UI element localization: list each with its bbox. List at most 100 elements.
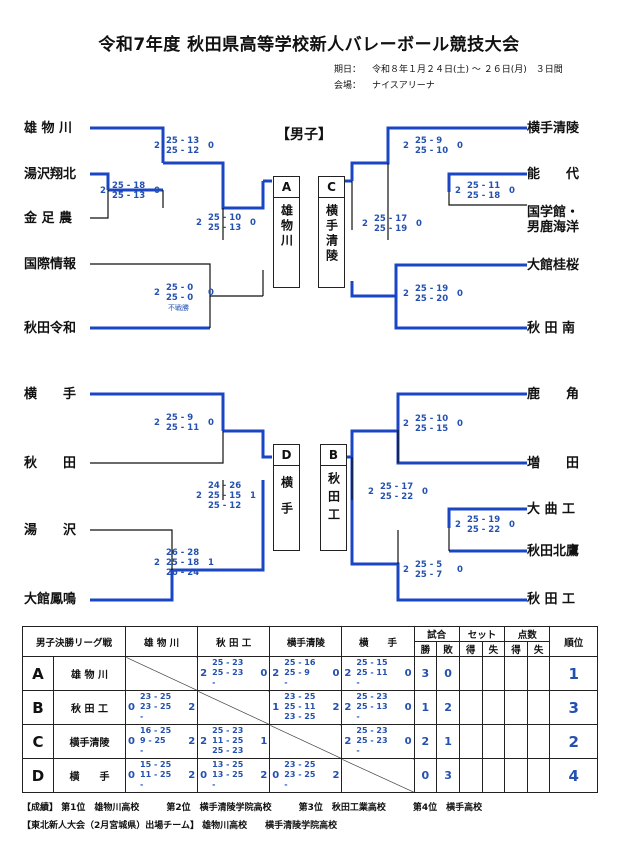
col-header-points: 点数	[504, 626, 551, 642]
diagonal-cell	[341, 758, 415, 793]
points-loss	[526, 656, 551, 691]
sets-lost: 2	[188, 770, 196, 781]
col-header-games: 試合	[413, 626, 460, 642]
team-masuda: 増 田	[527, 456, 580, 471]
points-loss	[526, 690, 551, 725]
team-yuzawagawa: 雄 物 川	[24, 121, 73, 136]
col-win: 勝	[413, 641, 438, 657]
sets-lost: 2	[188, 736, 196, 747]
block-a-box: A 雄物川	[273, 176, 300, 288]
row-team-name: 横手清陵	[52, 724, 127, 759]
col-points-get: 得	[504, 641, 528, 657]
sets-lost: 2	[332, 770, 340, 781]
col-sets-loss: 失	[481, 641, 506, 657]
losses: 1	[436, 724, 460, 759]
points-get	[504, 656, 528, 691]
col-sets-get: 得	[458, 641, 483, 657]
team-yokote-seiryo: 横手清陵	[527, 121, 580, 136]
sets-lost: 0	[404, 702, 412, 713]
sets-lost: 0	[332, 668, 340, 679]
row-block-id: B	[22, 690, 54, 725]
results-line: 【成績】 第1位 雄物川高校 第2位 横手清陵学院高校 第3位 秋田工業高校 第…	[22, 803, 483, 813]
rank: 2	[549, 724, 598, 759]
sets-lost: 2	[332, 702, 340, 713]
team-akita: 秋 田	[24, 456, 77, 471]
row-team-name: 横 手	[52, 758, 127, 793]
col-header-yokote-seiryo: 横手清陵	[269, 626, 343, 657]
team-oga-kaiyo: 男鹿海洋	[527, 220, 580, 235]
team-kokusai-joho: 国際情報	[24, 257, 77, 272]
team-akita-minami: 秋 田 南	[527, 321, 576, 336]
sets-loss	[481, 690, 506, 725]
row-team-name: 秋 田 工	[52, 690, 127, 725]
diagonal-cell	[197, 690, 271, 725]
diagonal-cell	[269, 724, 343, 759]
rank: 1	[549, 656, 598, 691]
team-akita-hokuyo: 秋田北鷹	[527, 544, 580, 559]
losses: 3	[436, 758, 460, 793]
sets-lost: 1	[260, 736, 268, 747]
sets-won: 0	[200, 770, 208, 781]
sets-get	[458, 656, 483, 691]
sets-loss	[481, 758, 506, 793]
sets-won: 2	[344, 736, 352, 747]
team-akita-reiwa: 秋田令和	[24, 321, 77, 336]
bracket-lines	[90, 126, 527, 602]
team-kazuno: 鹿 角	[527, 387, 580, 402]
sets-won: 0	[128, 702, 135, 713]
team-yokote: 横 手	[24, 387, 77, 402]
col-points-loss: 失	[526, 641, 551, 657]
col-lose: 敗	[436, 641, 460, 657]
row-block-id: A	[22, 656, 54, 691]
wins: 0	[413, 758, 438, 793]
losses: 0	[436, 656, 460, 691]
sets-won: 1	[272, 702, 280, 713]
sets-won: 2	[200, 668, 208, 679]
sets-won: 2	[344, 668, 352, 679]
team-noshiro: 能 代	[527, 167, 580, 182]
sets-won: 2	[200, 736, 208, 747]
points-get	[504, 758, 528, 793]
block-d-box: D 横手	[273, 444, 300, 551]
diagonal-cell	[125, 656, 199, 691]
points-get	[504, 724, 528, 759]
sets-won: 2	[344, 702, 352, 713]
row-block-id: D	[22, 758, 54, 793]
points-get	[504, 690, 528, 725]
team-odate-keio: 大館桂桜	[527, 258, 580, 273]
team-kanaashi-no: 金 足 農	[24, 211, 73, 226]
col-header-yokote: 横 手	[341, 626, 415, 657]
block-c-box: C 横手清陵	[318, 176, 345, 288]
wins: 2	[413, 724, 438, 759]
sets-get	[458, 690, 483, 725]
